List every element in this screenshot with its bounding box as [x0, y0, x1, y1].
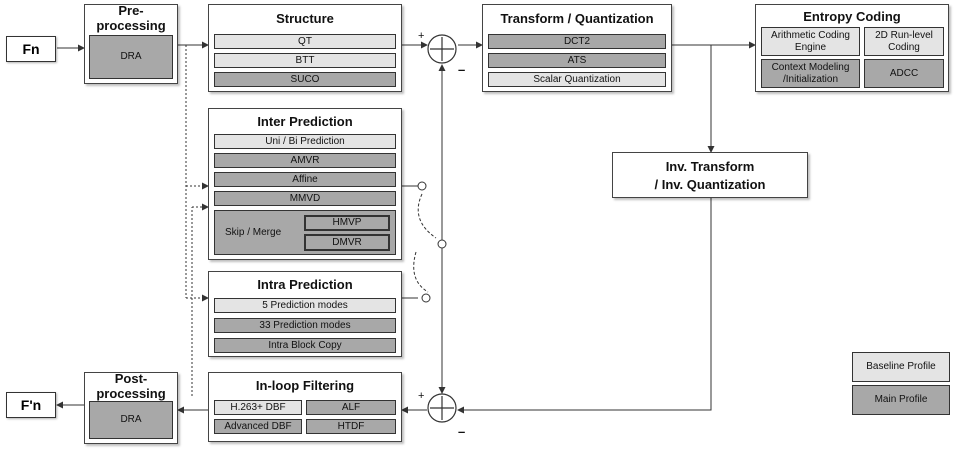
intra-5-modes-cell: 5 Prediction modes: [214, 298, 396, 313]
structure-qt-cell: QT: [214, 34, 396, 49]
inverse-transform-title-line1: Inv. Transform: [665, 158, 755, 174]
input-frame: Fn: [6, 36, 56, 62]
intra-prediction-panel: Intra Prediction 5 Prediction modes 33 P…: [208, 271, 402, 357]
inloop-h263-dbf-cell: H.263+ DBF: [214, 400, 302, 415]
legend-baseline-profile: Baseline Profile: [852, 352, 950, 382]
inloop-alf-cell: ALF: [306, 400, 396, 415]
inter-prediction-panel: Inter Prediction Uni / Bi Prediction AMV…: [208, 108, 402, 260]
preprocessing-dra-cell: DRA: [89, 35, 173, 79]
inloop-advanced-dbf-cell: Advanced DBF: [214, 419, 302, 434]
output-frame: F'n: [6, 392, 56, 418]
transform-ats-cell: ATS: [488, 53, 666, 68]
preprocessing-panel: Pre-processing DRA: [84, 3, 178, 84]
inter-prediction-title: Inter Prediction: [257, 113, 353, 129]
transform-scalar-quantization-cell: Scalar Quantization: [488, 72, 666, 87]
inverse-transform-title-line2: / Inv. Quantization: [654, 176, 766, 192]
inverse-transform-panel: Inv. Transform / Inv. Quantization: [612, 152, 808, 198]
structure-suco-cell: SUCO: [214, 72, 396, 87]
intra-33-modes-cell: 33 Prediction modes: [214, 318, 396, 333]
entropy-panel: Entropy Coding Arithmetic Coding Engine …: [755, 4, 949, 92]
intra-block-copy-cell: Intra Block Copy: [214, 338, 396, 353]
transform-title: Transform / Quantization: [500, 10, 654, 26]
inter-affine-cell: Affine: [214, 172, 396, 187]
top-minus-sign: –: [458, 62, 466, 77]
bottom-plus-sign: +: [418, 390, 425, 402]
entropy-title: Entropy Coding: [803, 8, 901, 24]
intra-prediction-title: Intra Prediction: [257, 276, 353, 292]
postprocessing-dra-cell: DRA: [89, 401, 173, 439]
transform-panel: Transform / Quantization DCT2 ATS Scalar…: [482, 4, 672, 92]
inloop-filtering-title: In-loop Filtering: [255, 377, 355, 393]
inter-hmvp-cell: HMVP: [304, 215, 390, 231]
inter-skip-merge-label: Skip / Merge: [225, 226, 282, 238]
entropy-context-modeling-cell: Context Modeling /Initialization: [761, 59, 860, 88]
input-frame-label: Fn: [22, 41, 40, 57]
entropy-run-level-coding-cell: 2D Run-level Coding: [864, 27, 944, 56]
entropy-arithmetic-coding-cell: Arithmetic Coding Engine: [761, 27, 860, 56]
inter-mmvd-cell: MMVD: [214, 191, 396, 206]
structure-title: Structure: [276, 10, 334, 26]
entropy-adcc-cell: ADCC: [864, 59, 944, 88]
inter-dmvr-cell: DMVR: [304, 234, 390, 251]
transform-dct2-cell: DCT2: [488, 34, 666, 49]
legend-main-profile: Main Profile: [852, 385, 950, 415]
inloop-filtering-panel: In-loop Filtering H.263+ DBF ALF Advance…: [208, 372, 402, 442]
inter-uni-bi-prediction-cell: Uni / Bi Prediction: [214, 134, 396, 149]
postprocessing-panel: Post-processing DRA: [84, 371, 178, 444]
preprocessing-title: Pre-processing: [96, 3, 166, 33]
output-frame-label: F'n: [20, 397, 42, 413]
postprocessing-title: Post-processing: [96, 371, 166, 401]
structure-panel: Structure QT BTT SUCO: [208, 4, 402, 92]
bottom-minus-sign: –: [458, 424, 466, 439]
inloop-htdf-cell: HTDF: [306, 419, 396, 434]
inter-amvr-cell: AMVR: [214, 153, 396, 168]
top-plus-sign: +: [418, 30, 425, 42]
structure-btt-cell: BTT: [214, 53, 396, 68]
